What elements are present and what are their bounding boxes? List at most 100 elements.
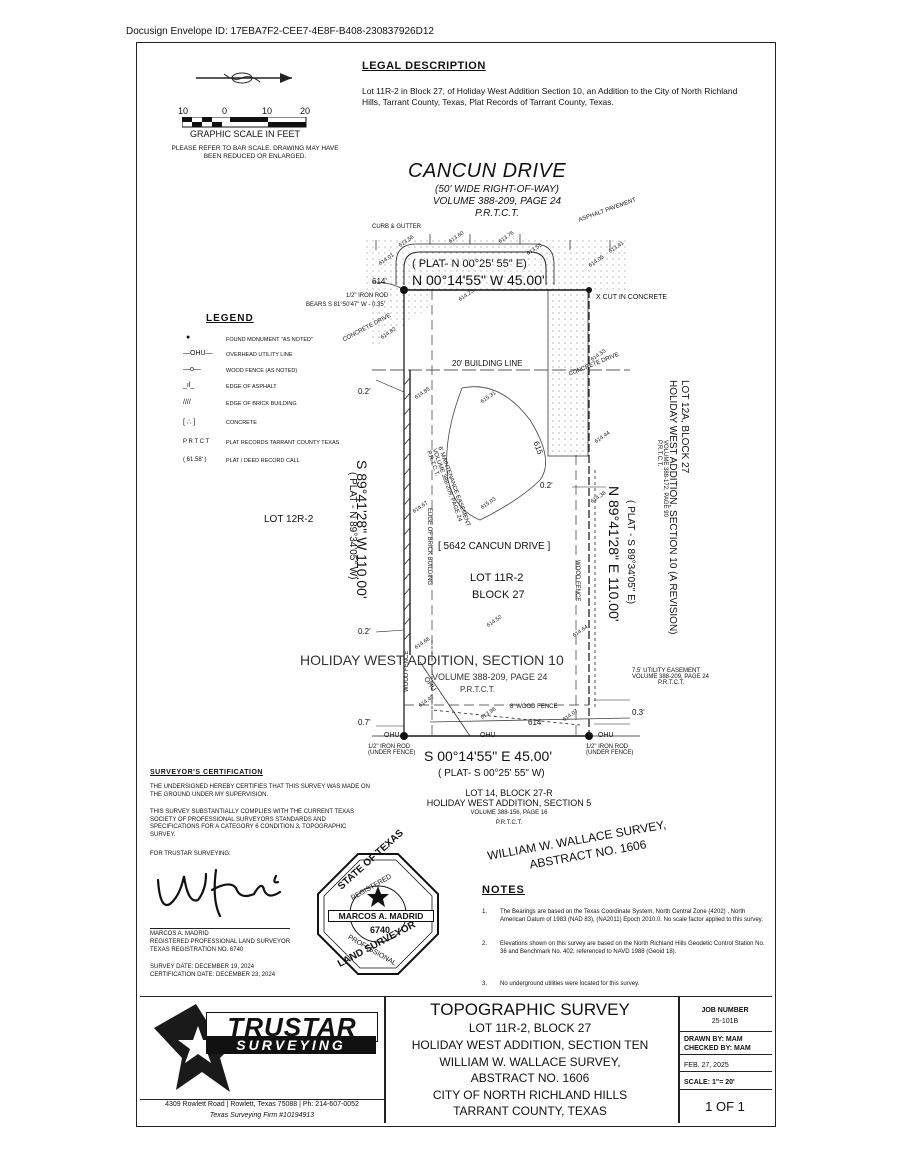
surveyor-name: MARCOS A. MADRID <box>150 931 209 937</box>
sheet-number: 1 OF 1 <box>705 1099 745 1114</box>
certification-p2: THIS SURVEY SUBSTANTIALLY COMPLIES WITH … <box>150 809 355 838</box>
prtct-abbrev: P R T C T <box>183 439 210 445</box>
bears-note: BEARS S 81°50'47" W - 0.35' <box>306 302 385 308</box>
title-addition: HOLIDAY WEST ADDITION, SECTION TEN <box>411 1038 649 1052</box>
envelope-id: Docusign Envelope ID: 17EBA7F2-CEE7-4E8F… <box>126 26 434 37</box>
addition-volume: VOLUME 388-209, PAGE 24 <box>432 672 548 682</box>
certification-date: CERTIFICATION DATE: DECEMBER 23, 2024 <box>150 972 276 978</box>
wood-fence-left-label: WOOD FENCE <box>404 650 410 692</box>
lot-12a-vol: VOLUME 388-172, PAGE 90 <box>662 440 668 517</box>
bottom-bearing: S 00°14'55" E 45.00' <box>424 748 553 764</box>
addition-label: HOLIDAY WEST ADDITION, SECTION 10 <box>300 652 564 668</box>
surveyor-reg: REGISTERED PROFESSIONAL LAND SURVEYOR <box>150 939 291 945</box>
scale-tick-label: 0 <box>222 106 228 116</box>
offset-07: 0.7' <box>358 718 371 727</box>
offset-02-bottom: 0.2' <box>358 627 371 636</box>
lot-12r2-label: LOT 12R-2 <box>264 514 314 525</box>
title-abstract: ABSTRACT NO. 1606 <box>470 1071 590 1085</box>
logo-surveying-text: SURVEYING <box>206 1036 376 1054</box>
ohu-left: OHU <box>384 732 400 739</box>
note-item: 1. The Bearings are based on the Texas C… <box>482 908 772 923</box>
contour-614-left: 614' <box>372 277 387 286</box>
survey-title: TOPOGRAPHIC SURVEY <box>430 1000 630 1019</box>
notes-title: NOTES <box>482 884 525 896</box>
survey-date: SURVEY DATE: DECEMBER 19, 2024 <box>150 964 255 970</box>
record-call-abbrev: ( 61.58' ) <box>183 457 207 463</box>
bottom-plat-call: ( PLAT- S 00°25' 55" W) <box>438 768 545 779</box>
surveyor-reg-no: TEXAS REGISTRATION NO. 6740 <box>150 947 244 953</box>
lot-12a-block: LOT 12A, BLOCK 27 HOLIDAY WEST ADDITION,… <box>666 380 690 635</box>
utility-volume: VOLUME 388-209, PAGE 24 <box>632 674 709 680</box>
title-city: CITY OF NORTH RICHLAND HILLS <box>432 1088 628 1102</box>
scale-title: GRAPHIC SCALE IN FEET <box>190 129 301 139</box>
note-text: Elevations shown on this survey are base… <box>500 941 765 955</box>
certification-p1: THE UNDERSIGNED HEREBY CERTIFIES THAT TH… <box>150 784 370 798</box>
legal-description-text: Lot 11R-2 in Block 27, of Holiday West A… <box>362 86 738 107</box>
firm-address: 4309 Rowlett Road | Rowlett, Texas 75088… <box>165 1101 359 1108</box>
offset-02-right: 0.2' <box>540 481 553 490</box>
graphic-scale-bar <box>182 117 307 128</box>
block-27-label: BLOCK 27 <box>472 589 525 601</box>
lot-12a-volume: VOLUME 388-172, PAGE 90 P.R.T.C.T. <box>656 440 668 517</box>
wood-fence-right-label: WOOD FENCE <box>574 560 580 602</box>
address-label: [ 5642 CANCUN DRIVE ] <box>438 541 551 552</box>
title-lot: LOT 11R-2, BLOCK 27 <box>468 1021 592 1035</box>
iron-rod-sw: 1/2" IRON ROD (UNDER FENCE) <box>368 744 415 756</box>
south-lot-block: LOT 14, BLOCK 27-R HOLIDAY WEST ADDITION… <box>424 788 594 828</box>
drawing-sheet-border <box>136 42 776 1127</box>
north-arrow-icon <box>196 72 292 84</box>
offset-03: 0.3' <box>632 708 645 717</box>
contour-614-bottom: 614 <box>528 718 542 727</box>
title-survey: WILLIAM W. WALLACE SURVEY, <box>439 1055 621 1069</box>
left-plat-call: ( PLAT - N 89°34'05" W) <box>347 472 358 580</box>
under-fence-sw: (UNDER FENCE) <box>368 750 416 756</box>
asphalt-edge-icon: _ıl_ <box>183 382 195 389</box>
legend-label: EDGE OF BRICK BUILDING <box>226 401 297 407</box>
seal-number: 6740 <box>369 925 391 935</box>
signature-line <box>150 928 290 929</box>
note-number: 3. <box>482 981 488 987</box>
found-monument-icon: ● <box>186 334 191 341</box>
note-number: 2. <box>482 941 488 947</box>
cut-in-concrete: X CUT IN CONCRETE <box>596 294 668 301</box>
concrete-icon: [ ∴ ] <box>183 419 196 426</box>
iron-rod-se-label: 1/2" IRON ROD <box>586 744 629 750</box>
legend-label: CONCRETE <box>226 420 257 426</box>
note-text: No underground utilities were located fo… <box>500 981 640 987</box>
building-line-label: 20' BUILDING LINE <box>452 359 523 368</box>
legend-label: PLAT RECORDS TARRANT COUNTY TEXAS <box>226 440 340 446</box>
utility-easement-label: 7.5' UTILITY EASEMENT <box>632 668 701 674</box>
legend-label: PLAT / DEED RECORD CALL <box>226 458 300 464</box>
street-prtct: P.R.T.C.T. <box>474 208 520 219</box>
note-item: 2. Elevations shown on this survey are b… <box>482 940 772 955</box>
south-lot: LOT 14, BLOCK 27-R <box>465 788 553 798</box>
scale-block: SCALE: 1"= 20' <box>684 1079 735 1086</box>
seal-name: MARCOS A. MADRID <box>328 910 434 922</box>
overhead-line-icon: —OHU— <box>183 350 213 357</box>
south-volume: VOLUME 388-156, PAGE 16 <box>470 810 548 816</box>
legend-label: EDGE OF ASPHALT <box>226 384 277 390</box>
curb-label: CURB & GUTTER <box>372 224 422 230</box>
scale-tick-label: 10 <box>178 106 189 116</box>
job-number: 25-101B <box>711 1018 739 1025</box>
brick-edge-icon: //// <box>183 399 191 406</box>
brick-edge-label: EDGE OF BRICK BUILDING <box>426 508 432 586</box>
iron-rod-sw-label: 1/2" IRON ROD <box>368 744 411 750</box>
street-volume: VOLUME 388-209, PAGE 24 <box>432 196 562 207</box>
certification-for: FOR TRUSTAR SURVEYING: <box>150 851 231 857</box>
under-fence-se: (UNDER FENCE) <box>586 750 634 756</box>
job-number-label: JOB NUMBER <box>701 1007 749 1014</box>
addition-prtct: P.R.T.C.T. <box>460 685 495 694</box>
south-addition: HOLIDAY WEST ADDITION, SECTION 5 <box>426 798 592 808</box>
signature-image <box>156 868 282 918</box>
title-block <box>140 996 772 1123</box>
certification-title: SURVEYOR'S CERTIFICATION <box>150 769 263 776</box>
legend-label: WOOD FENCE (AS NOTED) <box>226 368 298 374</box>
street-info: (50' WIDE RIGHT-OF-WAY) VOLUME 388-209, … <box>412 184 582 220</box>
street-row: (50' WIDE RIGHT-OF-WAY) <box>435 184 559 195</box>
top-bearing: N 00°14'55" W 45.00' <box>412 272 545 288</box>
scale-tick-label: 20 <box>300 106 311 116</box>
street-name: CANCUN DRIVE <box>408 160 567 182</box>
trustar-star-logo-icon <box>154 1004 242 1092</box>
